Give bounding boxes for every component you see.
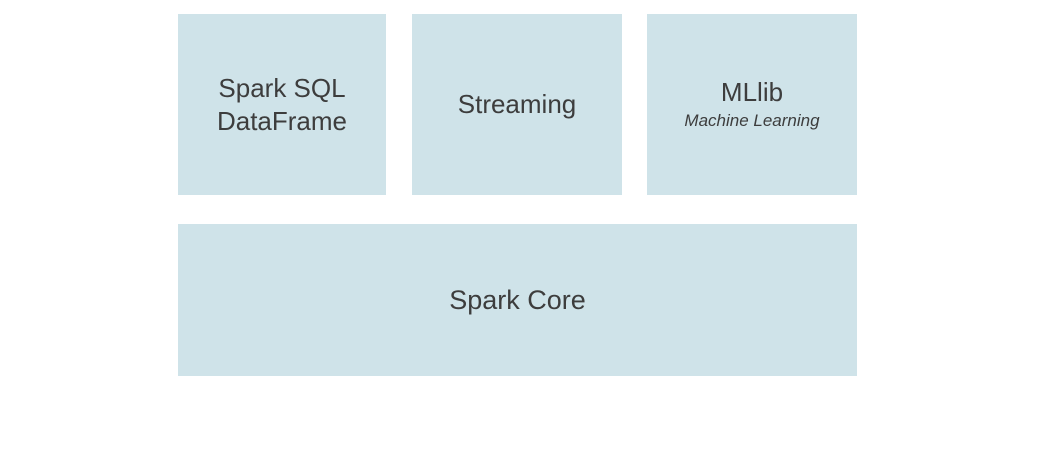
streaming-label: Streaming [457,89,577,119]
spark-core-label: Spark Core [449,284,586,315]
spark-sql-box: Spark SQL DataFrame [178,14,386,195]
spark-sql-label-line1: Spark SQL [218,72,346,103]
mllib-subtitle: Machine Learning [684,111,820,130]
mllib-label: MLlib [720,77,784,107]
spark-sql-label-line2: DataFrame [216,105,348,136]
streaming-box: Streaming [412,14,622,195]
spark-core-box: Spark Core [178,224,857,376]
mllib-box: MLlib Machine Learning [647,14,857,195]
